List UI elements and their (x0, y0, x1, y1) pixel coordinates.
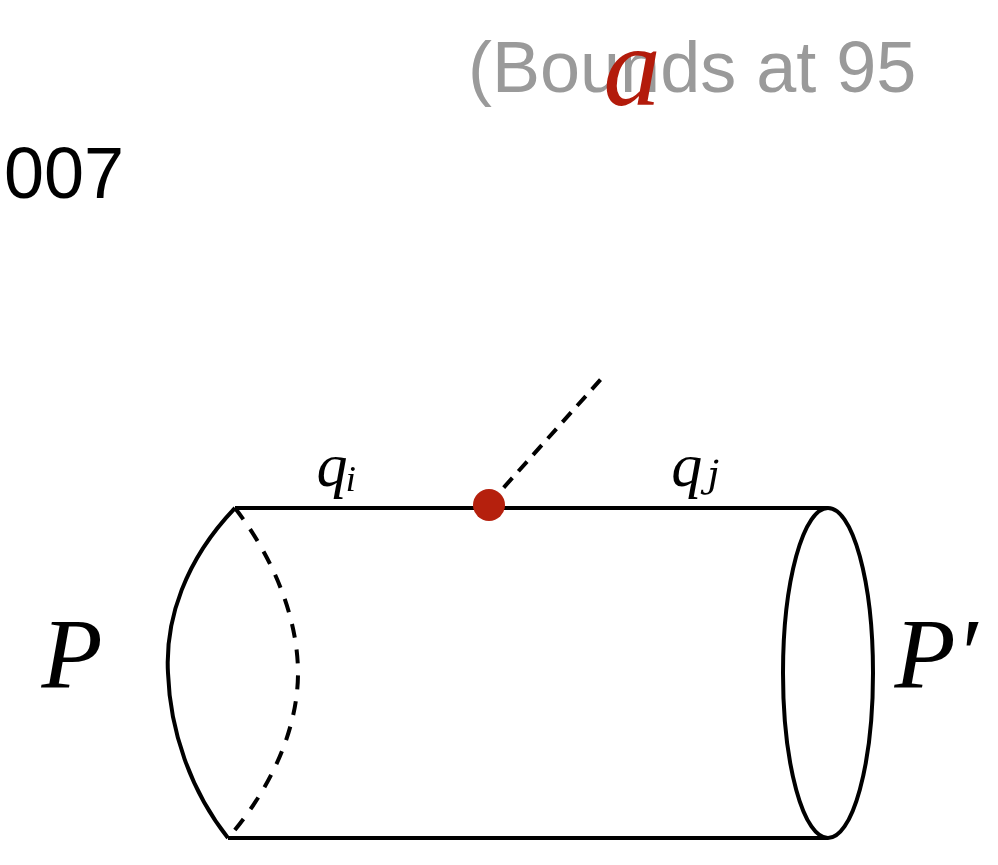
quark-line (235, 506, 828, 510)
quark-label: qᵢ (317, 434, 358, 496)
heading-fragment: (Bounds at 95 (468, 31, 916, 103)
tube-bottom (228, 836, 828, 840)
tube-left-front (168, 508, 235, 838)
tube-left-back (228, 508, 298, 838)
hadron-label: P′ (895, 604, 978, 704)
hadron-label: P (41, 604, 102, 704)
particle-label: a (603, 9, 661, 124)
tube-right-end (783, 508, 873, 838)
year-fragment: 007 (4, 137, 124, 209)
vertex-dot (473, 489, 505, 521)
dashed-particle-line (489, 378, 602, 504)
quark-label: qⱼ (671, 434, 718, 496)
